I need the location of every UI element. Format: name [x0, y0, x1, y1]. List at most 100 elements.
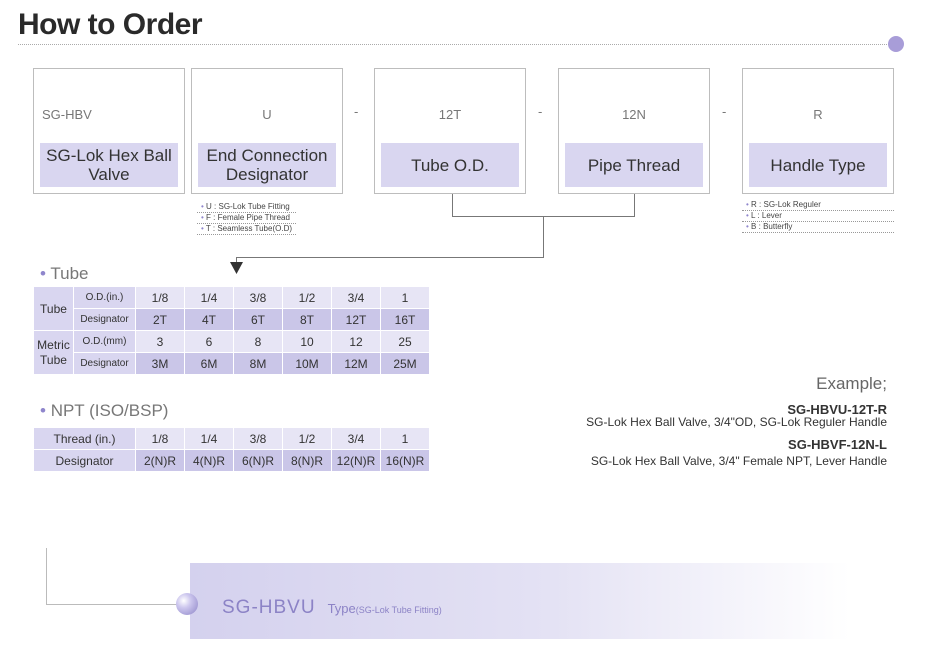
title-divider [18, 44, 893, 45]
order-code-end-connection: U [262, 107, 272, 122]
page-title: How to Order [18, 8, 203, 41]
table-cell: 8T [282, 308, 332, 331]
table-row: Tube O.D.(in.) 1/8 1/4 3/8 1/2 3/4 1 [33, 286, 430, 331]
order-box-pipe-thread: 12N Pipe Thread [558, 68, 710, 194]
tube-heading: • Tube [40, 264, 89, 283]
table-cell: 16T [380, 308, 430, 331]
example-description: SG-Lok Hex Ball Valve, 3/4" Female NPT, … [590, 454, 887, 468]
table-cell: 1/2 [282, 286, 332, 309]
connector-line [236, 257, 544, 258]
row-label: O.D.(in.) [73, 286, 136, 309]
note-item: • F : Female Pipe Thread [197, 213, 297, 224]
table-cell: 3/4 [331, 427, 381, 450]
table-cell: 12T [331, 308, 381, 331]
table-cell: 16(N)R [380, 449, 430, 472]
order-label-series: SG-Lok Hex Ball Valve [40, 143, 178, 187]
order-label-pipe-thread: Pipe Thread [565, 143, 703, 187]
table-cell: 10 [282, 330, 332, 353]
order-box-tube-od: 12T Tube O.D. [374, 68, 526, 194]
table-row: Designator 3M 6M 8M 10M 12M 25M [34, 352, 430, 375]
order-label-end-connection: End Connection Designator [198, 143, 336, 187]
table-cell: 1/4 [184, 427, 234, 450]
table-cell: 6T [233, 308, 283, 331]
row-label: Designator [73, 352, 136, 375]
connector-line [236, 257, 237, 263]
order-label-handle-type: Handle Type [749, 143, 887, 187]
table-cell: 1/2 [282, 427, 332, 450]
order-box-handle-type: R Handle Type [742, 68, 894, 194]
row-label: O.D.(mm) [73, 330, 136, 353]
note-item: • L : Lever [742, 211, 894, 222]
table-cell: 4(N)R [184, 449, 234, 472]
order-code-tube-od: 12T [438, 107, 462, 122]
type-note: (SG-Lok Tube Fitting) [355, 605, 442, 615]
table-cell: 12M [331, 352, 381, 375]
row-label: Designator [33, 449, 136, 472]
table-cell: 12(N)R [331, 449, 381, 472]
end-connection-notes: • U : SG-Lok Tube Fitting • F : Female P… [197, 202, 297, 235]
type-banner-text: SG-HBVU Type(SG-Lok Tube Fitting) [222, 597, 442, 619]
bullet-circle-icon [176, 593, 198, 615]
order-code-pipe-thread: 12N [622, 107, 646, 122]
table-cell: 3/8 [233, 286, 283, 309]
npt-heading: • NPT (ISO/BSP) [40, 401, 169, 420]
example-heading: Example; [816, 374, 887, 393]
table-cell: 10M [282, 352, 332, 375]
table-cell: 2T [135, 308, 185, 331]
separator-dash: - [722, 104, 727, 119]
banner-bracket-line [46, 548, 47, 604]
arrow-down-icon [230, 262, 243, 274]
tube-table: Tube O.D.(in.) 1/8 1/4 3/8 1/2 3/4 1 Des… [33, 286, 430, 375]
table-cell: 25 [380, 330, 430, 353]
table-cell: 6 [184, 330, 234, 353]
order-code-series: SG-HBV [42, 107, 92, 122]
example-code: SG-HBVU-12T-R [787, 402, 887, 417]
row-label: Designator [73, 308, 136, 331]
table-row: Designator 2(N)R 4(N)R 6(N)R 8(N)R 12(N)… [33, 449, 430, 472]
connector-line [634, 194, 635, 216]
table-cell: 3/4 [331, 286, 381, 309]
table-cell: 6(N)R [233, 449, 283, 472]
table-cell: 1/8 [135, 286, 185, 309]
order-box-end-connection: U End Connection Designator [191, 68, 343, 194]
type-code: SG-HBVU [222, 597, 316, 618]
note-item: • U : SG-Lok Tube Fitting [197, 202, 297, 213]
table-cell: 8(N)R [282, 449, 332, 472]
table-cell: 6M [184, 352, 234, 375]
table-cell: 3/8 [233, 427, 283, 450]
example-code: SG-HBVF-12N-L [788, 437, 887, 452]
connector-line [543, 216, 544, 258]
table-row: Designator 2T 4T 6T 8T 12T 16T [34, 308, 430, 331]
table-cell: 12 [331, 330, 381, 353]
example-description: SG-Lok Hex Ball Valve, 3/4"OD, SG-Lok Re… [586, 415, 887, 429]
note-item: • T : Seamless Tube(O.D) [197, 224, 297, 235]
connector-line [452, 194, 453, 216]
separator-dash: - [354, 104, 359, 119]
table-cell: 25M [380, 352, 430, 375]
table-cell: 4T [184, 308, 234, 331]
table-cell: 2(N)R [135, 449, 185, 472]
title-dot-icon [888, 36, 904, 52]
type-banner [190, 563, 850, 639]
type-word: Type [327, 601, 356, 616]
handle-type-notes: • R : SG-Lok Reguler • L : Lever • B : B… [742, 200, 894, 233]
order-code-handle-type: R [813, 107, 823, 122]
table-cell: 1/4 [184, 286, 234, 309]
separator-dash: - [538, 104, 543, 119]
table-row: Thread (in.) 1/8 1/4 3/8 1/2 3/4 1 [33, 427, 430, 450]
note-item: • B : Butterfly [742, 222, 894, 233]
table-cell: 1/8 [135, 427, 185, 450]
row-group-label: Tube [33, 286, 74, 331]
table-cell: 1 [380, 427, 430, 450]
table-cell: 8 [233, 330, 283, 353]
order-label-tube-od: Tube O.D. [381, 143, 519, 187]
table-cell: 3M [135, 352, 185, 375]
note-item: • R : SG-Lok Reguler [742, 200, 894, 211]
row-label: Thread (in.) [33, 427, 136, 450]
order-box-series: SG-HBV SG-Lok Hex Ball Valve [33, 68, 185, 194]
banner-bracket-line [46, 604, 184, 605]
table-cell: 1 [380, 286, 430, 309]
table-cell: 3 [135, 330, 185, 353]
